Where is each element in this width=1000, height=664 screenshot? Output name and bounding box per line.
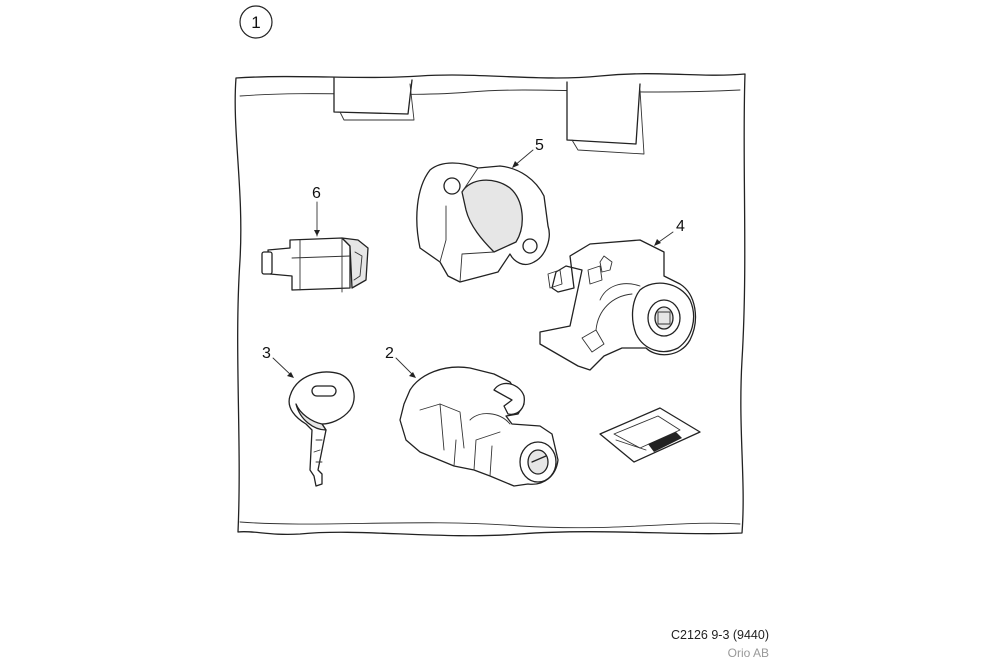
figure-number: 1	[251, 13, 260, 32]
part-2-lock-cylinder	[399, 366, 559, 487]
callout-3: 3	[262, 345, 271, 362]
key-code-card	[599, 407, 701, 463]
callout-5: 5	[535, 137, 544, 154]
callout-2: 2	[385, 345, 394, 362]
part-3-key	[288, 371, 355, 487]
figure-caption-code: C2126 9-3 (9440)	[671, 628, 769, 642]
leader-line-3	[272, 357, 293, 377]
figure-caption-credit: Orio AB	[727, 646, 769, 660]
part-4-ignition-assembly	[539, 239, 697, 371]
part-5-housing	[416, 162, 550, 283]
package-bag	[234, 73, 746, 537]
part-6-lock-cylinder	[261, 237, 369, 293]
figure-number-badge: 1	[239, 5, 273, 39]
callout-4: 4	[676, 218, 685, 235]
leader-line-2	[395, 357, 415, 377]
callout-6: 6	[312, 185, 321, 202]
